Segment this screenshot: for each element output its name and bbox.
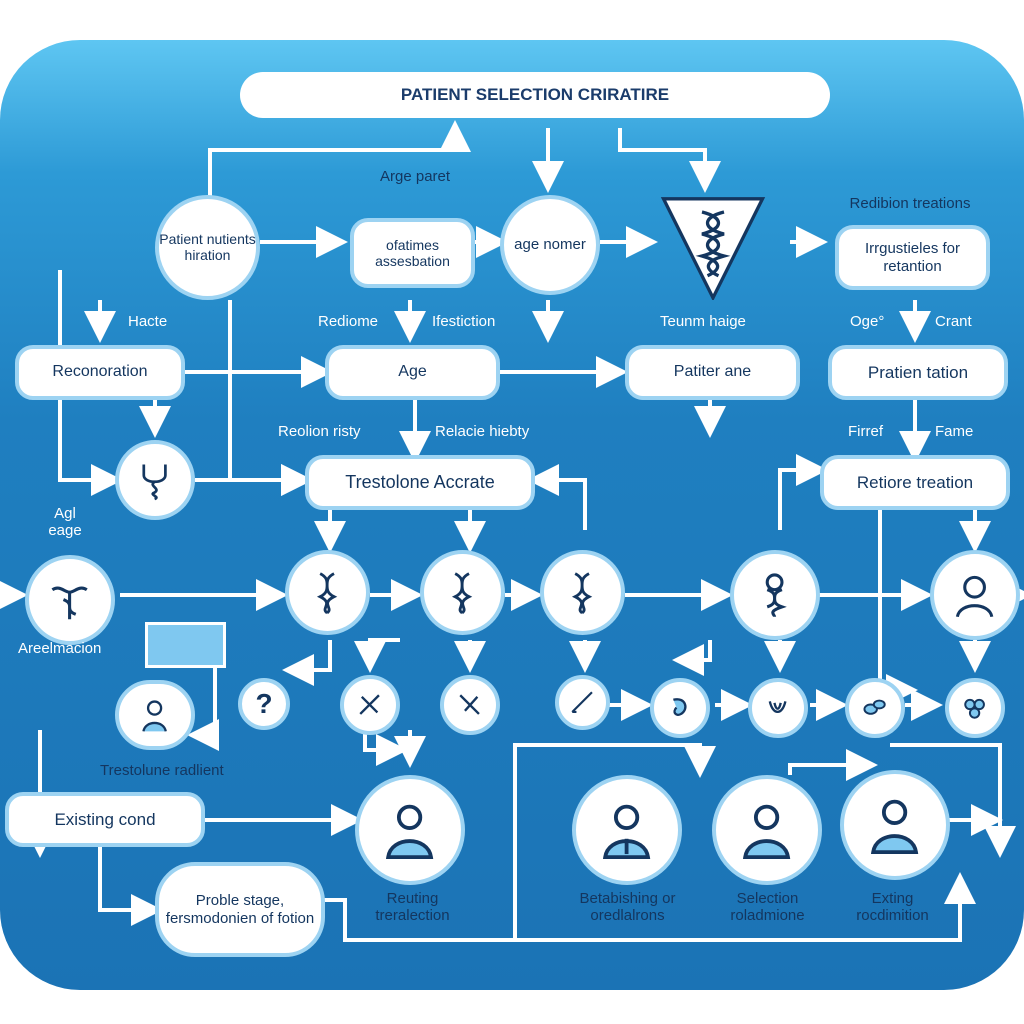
fame-label: Fame <box>935 423 974 440</box>
uterus-icon <box>51 586 89 620</box>
cells-node-2[interactable] <box>945 678 1005 738</box>
organ-node-2[interactable] <box>748 678 808 738</box>
relacie-hiebty-label: Relacie hiebty <box>435 423 530 440</box>
areelmacion-label: Areelmacion <box>18 640 102 657</box>
syringe-icon <box>571 691 594 714</box>
proble-stage-node[interactable]: Proble stage, fersmodonien of fotion <box>155 862 325 957</box>
firref-label: Firref <box>848 423 883 440</box>
cells-icon <box>863 700 887 716</box>
question-node[interactable]: ? <box>238 678 290 730</box>
reconoration-node[interactable]: Reconoration <box>15 345 185 400</box>
selection-rol-label: Selection roladmione <box>730 890 805 924</box>
patient-node-top[interactable] <box>930 550 1020 640</box>
hacte-label: Hacte <box>128 313 168 330</box>
exting-rol-label: Exting rocdimition <box>856 890 929 924</box>
assessment-node[interactable]: ofatimes assesbation <box>350 218 475 288</box>
reolion-risty-label: Reolion risty <box>278 423 361 440</box>
tools-node-2[interactable] <box>440 675 500 735</box>
oge-label: Oge° <box>850 313 885 330</box>
doctor-icon <box>743 805 791 860</box>
tools-icon <box>459 694 481 716</box>
organ-node-1[interactable] <box>650 678 710 738</box>
stethoscope-node[interactable] <box>115 440 195 520</box>
agl-eage-label: Agl eage <box>48 505 82 539</box>
reuting-label: Reuting treralection <box>375 890 450 924</box>
stethoscope-icon <box>142 464 168 501</box>
dna-icon <box>452 572 473 615</box>
irrgustieles-node[interactable]: Irrgustieles for retantion <box>835 225 990 290</box>
crant-label: Crant <box>935 313 972 330</box>
age-nomer-node[interactable]: age nomer <box>500 195 600 295</box>
dna-icon <box>766 573 788 618</box>
age-node[interactable]: Age <box>325 345 500 400</box>
patient-history-node[interactable]: Patient nutients hiration <box>155 195 260 300</box>
redibion-treations-label: Redibion treations <box>849 195 971 212</box>
doctor-node-1[interactable] <box>355 775 465 885</box>
dna-node-3[interactable] <box>540 550 625 635</box>
dna-node-1[interactable] <box>285 550 370 635</box>
dna-icon <box>572 572 593 615</box>
retiore-treation-node[interactable]: Retiore treation <box>820 455 1010 510</box>
trestolune-label: Trestolune radlient <box>100 762 224 779</box>
teunm-haige-label: Teunm haige <box>660 313 746 330</box>
doctor-icon <box>871 800 919 855</box>
betablishing-label: Betabishing or oredlalrons <box>579 890 676 924</box>
rediome-label: Rediome <box>318 313 379 330</box>
trestolone-node[interactable]: Trestolone Accrate <box>305 455 535 510</box>
organ-icon <box>673 698 687 717</box>
doctor-icon <box>386 805 434 860</box>
diagram-title: PATIENT SELECTION CRIRATIRE <box>240 72 830 118</box>
dna-node-4[interactable] <box>730 550 820 640</box>
tools-icon <box>359 694 381 716</box>
nurse-icon <box>142 700 168 733</box>
syringe-node[interactable] <box>555 675 610 730</box>
age-pparet-label: Arge paret <box>380 168 451 185</box>
cells-node-1[interactable] <box>845 678 905 738</box>
card-graphic <box>145 622 226 668</box>
tools-node-1[interactable] <box>340 675 400 735</box>
dna-icon <box>317 572 338 615</box>
doctor-node-2[interactable] <box>572 775 682 885</box>
dna-funnel-node <box>655 185 770 305</box>
patient-icon <box>956 576 994 618</box>
question-icon: ? <box>255 687 273 719</box>
dna-funnel-icon <box>660 197 765 300</box>
pratien-tation-node[interactable]: Pratien tation <box>828 345 1008 400</box>
dna-node-2[interactable] <box>420 550 505 635</box>
uterus-node[interactable] <box>25 555 115 645</box>
doctor-icon <box>603 805 651 860</box>
cells-icon <box>964 699 986 720</box>
ifestiction-label: Ifestiction <box>432 313 496 330</box>
existing-cond-node[interactable]: Existing cond <box>5 792 205 847</box>
organ-icon <box>769 701 787 714</box>
doctor-node-4[interactable] <box>840 770 950 880</box>
doctor-node-3[interactable] <box>712 775 822 885</box>
patient-ane-node[interactable]: Patiter ane <box>625 345 800 400</box>
nurse-node[interactable] <box>115 680 195 750</box>
